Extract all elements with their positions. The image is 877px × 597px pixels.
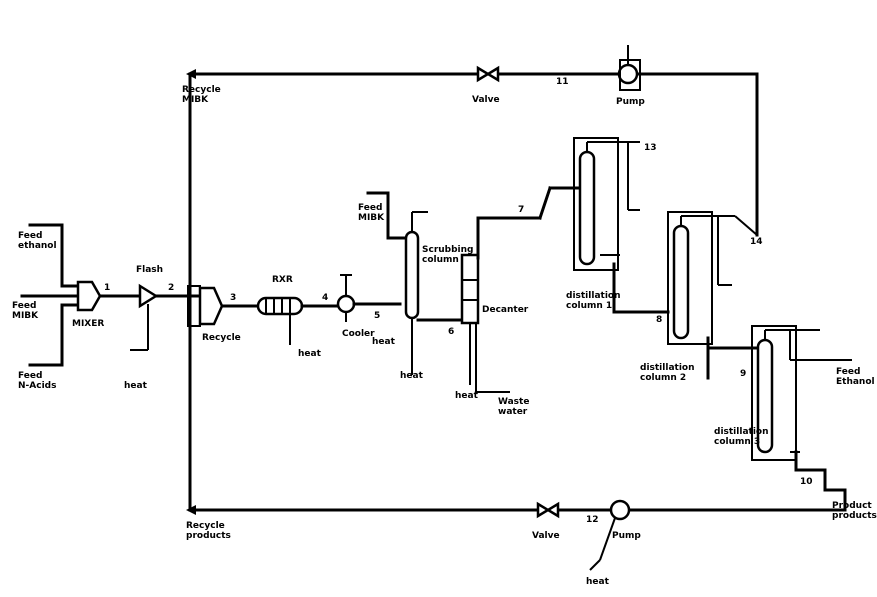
label-dist1-1: distillation xyxy=(566,291,621,301)
stream-label-13: 13 xyxy=(644,143,657,153)
arrow-left-bottom xyxy=(186,505,196,515)
label-pump-top: Pump xyxy=(616,97,645,107)
label-heat-s2: heat xyxy=(455,391,479,401)
label-valve-top: Valve xyxy=(472,95,500,105)
label-prod-top-2: Ethanol xyxy=(836,377,875,387)
label-cooler1: Cooler xyxy=(342,329,375,339)
label-mixer1: MIXER xyxy=(72,319,104,329)
label-recycle-bot-2: products xyxy=(186,531,231,541)
label-waste-1: Waste xyxy=(498,397,529,407)
label-feed3-1: Feed xyxy=(18,371,42,381)
label-dist3-1: distillation xyxy=(714,427,769,437)
label-scrubber-1: Scrubbing xyxy=(422,245,473,255)
arrow-left-top xyxy=(186,69,196,79)
stream-label-12: 12 xyxy=(586,515,599,525)
stream-label-2: 2 xyxy=(168,283,174,293)
bottom-pump-icon[interactable] xyxy=(609,499,631,521)
label-feed2-1: Feed xyxy=(12,301,36,311)
stream-label-7: 7 xyxy=(518,205,524,215)
label-decanter: Decanter xyxy=(482,305,529,315)
dist2-to-recycle xyxy=(734,215,758,236)
bottom-pump-heat xyxy=(599,517,616,561)
top-pump-frame xyxy=(619,59,641,91)
dist3-frame xyxy=(751,325,797,461)
stream-label-8: 8 xyxy=(656,315,662,325)
label-feed4-1: Feed xyxy=(358,203,382,213)
label-dist3-2: column 3 xyxy=(714,437,760,447)
label-product-1: Product xyxy=(832,501,872,511)
cooler1-icon[interactable] xyxy=(336,294,356,314)
flash1-icon[interactable] xyxy=(138,283,159,309)
stream-label-10: 10 xyxy=(800,477,813,487)
bottom-valve-left[interactable] xyxy=(536,501,551,519)
top-valve-right[interactable] xyxy=(485,65,500,83)
label-valve-bot: Valve xyxy=(532,531,560,541)
mixer2-icon[interactable] xyxy=(198,286,224,326)
label-reactor: RXR xyxy=(272,275,293,285)
dist1-column-icon[interactable] xyxy=(578,150,596,266)
label-flash1: Flash xyxy=(136,265,163,275)
label-recycle-top-1: Recycle xyxy=(182,85,221,95)
bottom-pump-heat-in xyxy=(589,559,601,571)
stream-label-4: 4 xyxy=(322,293,328,303)
stream-label-11: 11 xyxy=(556,77,569,87)
label-product-2: products xyxy=(832,511,877,521)
label-feed3-2: N-Acids xyxy=(18,381,56,391)
stream-7-stair1 xyxy=(538,186,552,220)
stream-label-9: 9 xyxy=(740,369,746,379)
decanter-icon[interactable] xyxy=(460,253,480,325)
label-heat-bot: heat xyxy=(586,577,610,587)
bottom-valve-right[interactable] xyxy=(545,501,560,519)
scrubber-icon[interactable] xyxy=(404,230,420,320)
stream-label-6: 6 xyxy=(448,327,454,337)
label-dist2-2: column 2 xyxy=(640,373,686,383)
stream-label-1: 1 xyxy=(104,283,110,293)
label-dist2-1: distillation xyxy=(640,363,695,373)
label-feed2-2: MIBK xyxy=(12,311,39,321)
label-heat-rx: heat xyxy=(298,349,322,359)
stream-label-14: 14 xyxy=(750,237,763,247)
label-feed1-1: Feed xyxy=(18,231,42,241)
reactor-icon[interactable] xyxy=(256,296,304,316)
label-heat-c1: heat xyxy=(372,337,396,347)
label-recycle-top-2: MIBK xyxy=(182,95,209,105)
dist2-column-icon[interactable] xyxy=(672,224,690,340)
stream-label-5: 5 xyxy=(374,311,380,321)
label-recycle-bot-1: Recycle xyxy=(186,521,225,531)
dist1-frame xyxy=(573,137,619,271)
label-waste-2: water xyxy=(498,407,528,417)
label-pump-bot: Pump xyxy=(612,531,641,541)
label-heat-s: heat xyxy=(400,371,424,381)
label-dist1-2: column 1 xyxy=(566,301,612,311)
label-feed4-2: MIBK xyxy=(358,213,385,223)
stream-label-3: 3 xyxy=(230,293,236,303)
label-feed1-2: ethanol xyxy=(18,241,57,251)
label-mixer2: Recycle xyxy=(202,333,241,343)
top-valve-left[interactable] xyxy=(476,65,491,83)
mixer1-icon[interactable] xyxy=(76,280,102,312)
label-prod-top-1: Feed xyxy=(836,367,860,377)
dist2-frame xyxy=(667,211,713,345)
label-heat-in: heat xyxy=(124,381,148,391)
top-pump-icon[interactable] xyxy=(617,63,639,85)
label-scrubber-2: column xyxy=(422,255,459,265)
